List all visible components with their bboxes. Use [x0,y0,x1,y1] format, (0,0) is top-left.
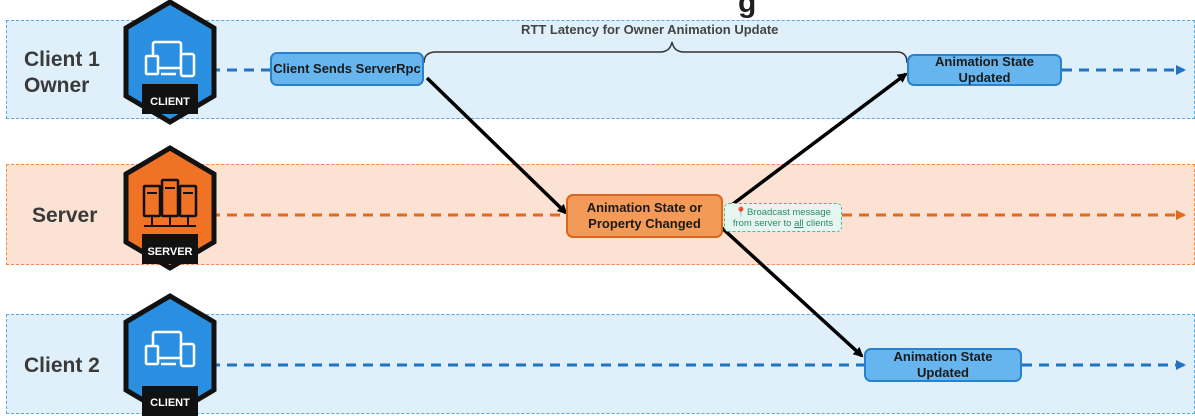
server-icon: SERVER [123,145,217,271]
client1-device-icon: CLIENT [123,0,217,125]
broadcast-message-note: 📍Broadcast message from server to all cl… [724,203,842,232]
server-node-line2: Property Changed [588,216,701,231]
broadcast-line1: 📍Broadcast message [735,207,831,218]
client2-animation-updated-node: Animation State Updated [864,348,1022,382]
client-sends-serverrpc-node: Client Sends ServerRpc [270,52,424,86]
broadcast-line2-suffix: clients [803,217,834,229]
server-lane-label: Server [32,204,98,227]
client1-label-line2: Owner [24,74,90,97]
client2-lane-label: Client 2 [24,354,100,377]
broadcast-line2: from server to all clients [733,218,833,229]
broadcast-line1-text: Broadcast message [746,206,831,218]
server-node-line1: Animation State or [586,200,703,215]
client1-label-line1: Client 1 [24,48,100,71]
client1-badge-label: CLIENT [150,96,190,108]
diagram-title-fragment: g [738,0,757,19]
client1-animation-updated-node: Animation State Updated [907,54,1062,86]
client2-device-icon: CLIENT [123,293,217,416]
rtt-brace [423,41,908,64]
rtt-latency-label: RTT Latency for Owner Animation Update [521,22,779,37]
server-badge-label: SERVER [147,246,192,258]
broadcast-line2-emphasis: all [794,217,804,229]
broadcast-line2-prefix: from server to [732,217,795,229]
client1-lane-label: Client 1 Owner [24,47,100,99]
pin-icon: 📍 [735,206,747,218]
client2-badge-label: CLIENT [150,397,190,409]
flow-arrows [425,72,908,358]
server-state-changed-node: Animation State or Property Changed [566,194,723,238]
